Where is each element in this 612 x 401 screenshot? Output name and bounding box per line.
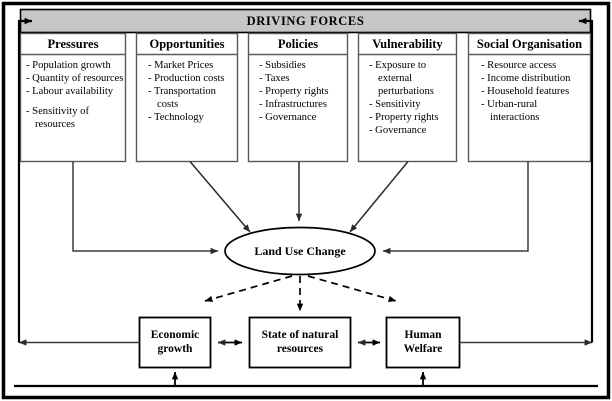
column-heading-opportunities: Opportunities: [149, 37, 225, 51]
outcome-line-1: Economic: [150, 329, 200, 341]
outcome-line-2: resources: [276, 342, 324, 355]
outcome-boxes: [138, 316, 461, 369]
list-item: - Subsidies: [259, 60, 306, 71]
column-list-pressures: - Population growth - Quantity of resour…: [26, 59, 126, 131]
outcome-label-human-welfare: Human Welfare: [387, 329, 459, 357]
list-item: - Urban-rural interactions: [481, 99, 540, 124]
connector-social-organisation-to-center: [382, 161, 529, 255]
connector-vulnerability-to-center: [349, 161, 409, 233]
column-heading-social-organisation: Social Organisation: [476, 37, 583, 51]
outcome-label-state-of-natural-resources: State of natural resources: [250, 329, 350, 357]
list-item: - Taxes: [259, 73, 290, 85]
connector-center-to-economic-growth: [204, 275, 293, 303]
list-item: - Market Prices: [148, 60, 214, 71]
list-item: - Resource access: [481, 60, 557, 71]
connector-pressures-to-center: [72, 161, 219, 255]
list-item: - Quantity of resources: [26, 73, 124, 85]
outcome-line-1: Human: [404, 329, 442, 341]
column-heading-policies: Policies: [277, 37, 319, 51]
list-item: - Sensitivity of resources: [26, 106, 89, 131]
list-item: - Property rights: [369, 112, 439, 124]
list-item: - Production costs: [148, 73, 225, 85]
driving-forces-title: DRIVING FORCES: [246, 14, 365, 28]
connector-left-margin-riser: [17, 17, 33, 343]
column-heading-vulnerability: Vulnerability: [372, 37, 443, 51]
list-item: - Labour availability: [26, 86, 114, 98]
list-item: - Income distribution: [481, 73, 571, 85]
list-item: - Infrastructures: [259, 99, 327, 111]
column-list-opportunities: - Market Prices - Production costs - Tra…: [148, 59, 234, 124]
outcome-line-2: growth: [157, 342, 193, 355]
land-use-change-ellipse: [224, 226, 376, 276]
list-item: - Population growth: [26, 60, 111, 71]
list-item: - Technology: [148, 112, 204, 124]
list-item: - Governance: [259, 112, 317, 124]
connector-opportunities-to-center: [189, 161, 251, 233]
connector-center-to-human-welfare: [307, 275, 397, 303]
list-item: - Sensitivity: [369, 99, 421, 111]
list-item: - Exposure to external perturbations: [369, 60, 434, 98]
column-heading-pressures: Pressures: [47, 37, 99, 51]
outcome-line-2: Welfare: [403, 342, 443, 355]
list-item: - Property rights: [259, 86, 329, 98]
column-list-policies: - Subsidies - Taxes - Property rights - …: [259, 59, 347, 124]
column-list-social-organisation: - Resource access - Income distribution …: [481, 59, 585, 124]
outcome-label-economic-growth: Economic growth: [140, 329, 210, 357]
list-item: - Household features: [481, 86, 570, 98]
list-item: - Governance: [369, 125, 427, 137]
list-item: - Transportation costs: [148, 86, 216, 111]
land-use-change-label: Land Use Change: [254, 244, 346, 258]
connector-right-margin-riser: [578, 17, 594, 343]
column-list-vulnerability: - Exposure to external perturbations - S…: [369, 59, 449, 137]
outcome-box-state-of-natural-resources: [248, 316, 352, 369]
outcome-line-1: State of natural: [261, 329, 339, 341]
list-spacer: [26, 98, 126, 105]
